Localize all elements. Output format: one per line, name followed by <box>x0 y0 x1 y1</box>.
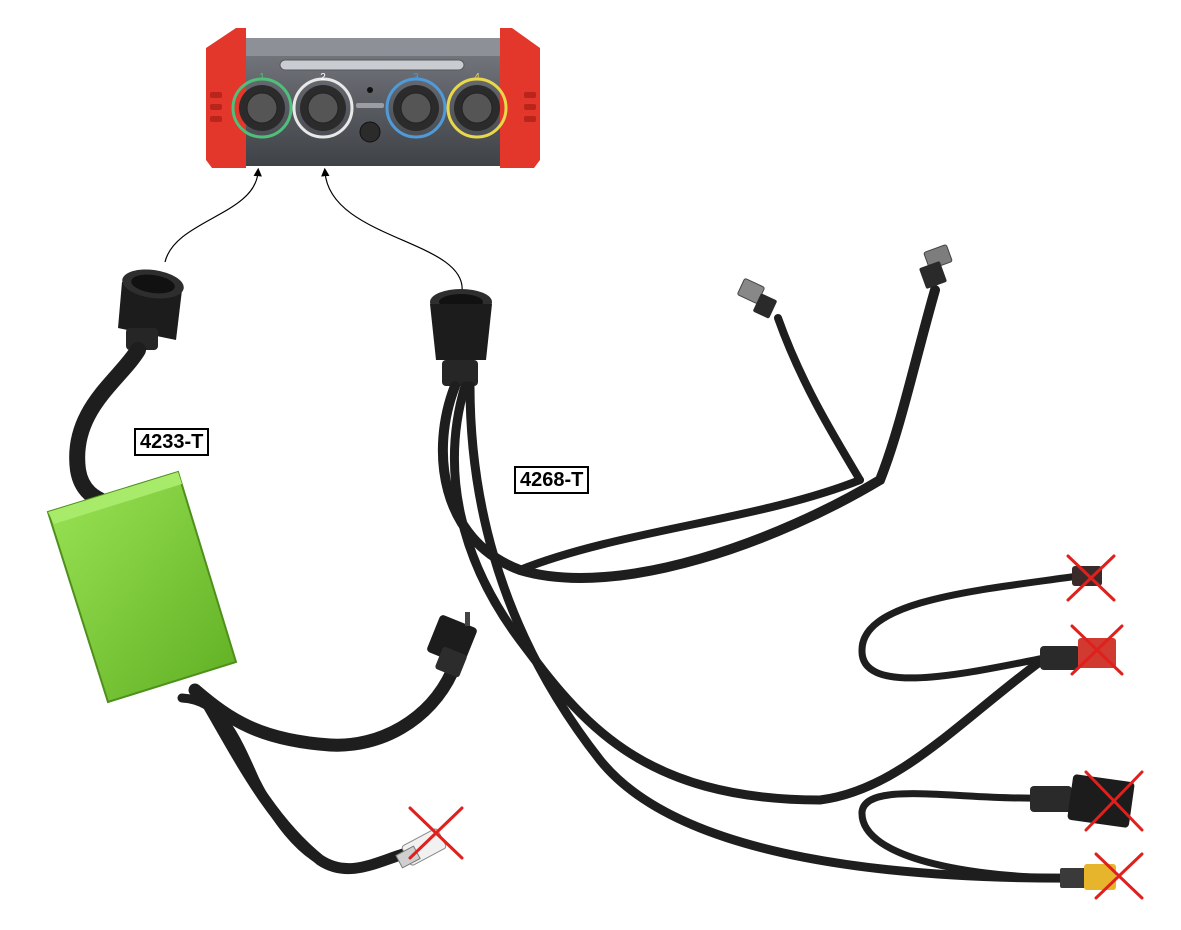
device-bumper-right <box>500 28 540 168</box>
device-port-4 <box>446 77 508 139</box>
device-port-2 <box>292 77 354 139</box>
port-number-1: 1 <box>259 72 265 83</box>
cable-4233-square-connector <box>427 612 477 678</box>
cable-4268-connector-top-left <box>737 278 777 319</box>
excluded-connector-mark <box>408 806 464 860</box>
cable-4268-connector-top-right <box>919 244 953 289</box>
cable-4233-round-connector <box>118 269 184 350</box>
excluded-connector-mark <box>1066 554 1116 602</box>
cable-4268-connector-4 <box>1060 864 1116 890</box>
cable-4233 <box>46 269 477 874</box>
excluded-connector-mark <box>1070 624 1124 676</box>
arrow-4233-to-port <box>164 167 262 263</box>
port-number-4: 4 <box>474 72 480 83</box>
device-bumper-left <box>206 28 246 168</box>
device-handle <box>279 59 465 71</box>
cable-4268 <box>430 244 1135 890</box>
cable-4268-connector-3 <box>1030 774 1135 828</box>
cable-label-4233: 4233-T <box>134 428 210 456</box>
device-aux-socket <box>359 121 381 143</box>
port-number-3: 3 <box>413 72 419 83</box>
excluded-connector-mark <box>1084 770 1144 832</box>
port-number-2: 2 <box>320 72 326 83</box>
cable-4233-adapter-box <box>46 470 238 704</box>
excluded-connector-mark <box>1094 852 1144 900</box>
device-port-1 <box>231 77 293 139</box>
device-indicator-led <box>367 87 373 93</box>
cable-label-4268: 4268-T <box>514 466 590 494</box>
arrow-4268-to-port <box>321 167 463 293</box>
device-port-3 <box>385 77 447 139</box>
cable-4268-round-connector <box>430 289 492 386</box>
measurement-device: 1 2 3 4 <box>206 28 540 168</box>
